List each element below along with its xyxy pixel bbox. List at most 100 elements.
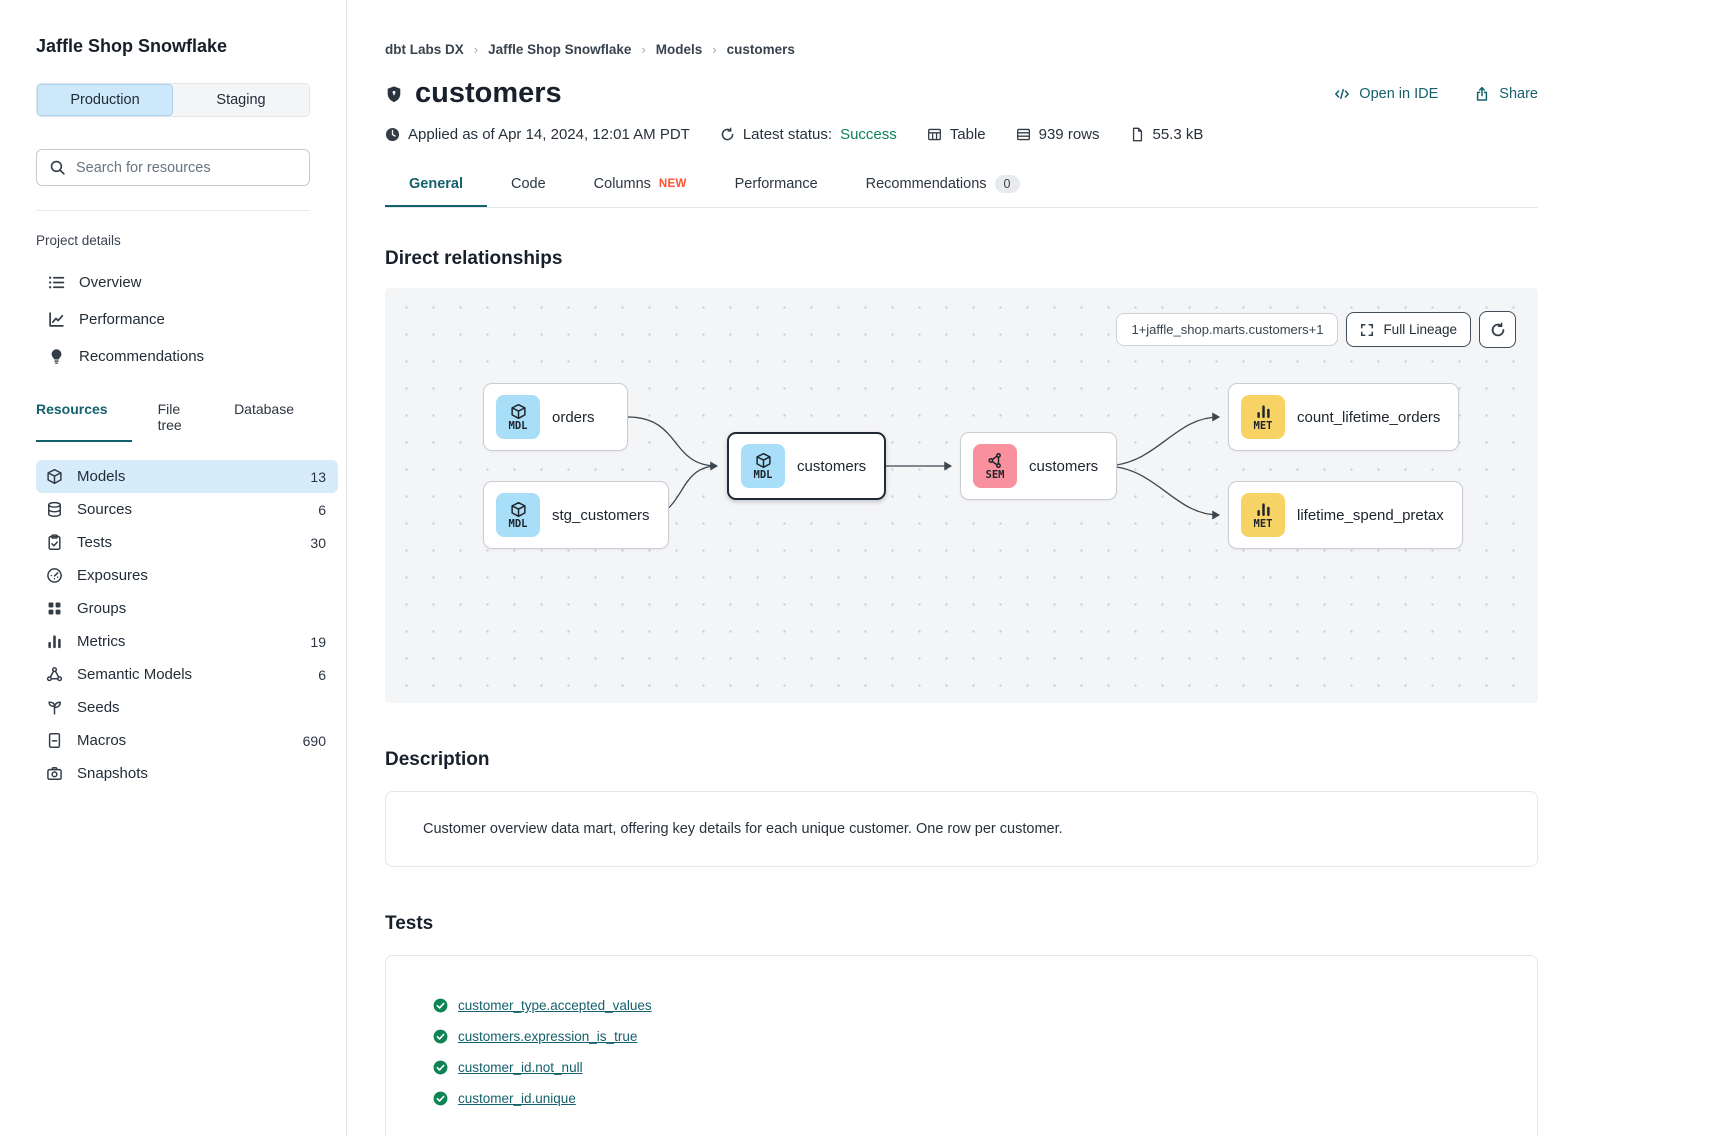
check-circle-icon [433,1029,448,1044]
test-row: customer_id.not_null [433,1052,1500,1083]
sidebar-item-recommendations[interactable]: Recommendations [36,338,310,375]
test-link[interactable]: customers.expression_is_true [458,1029,638,1044]
sidebar-item-label: Overview [79,274,142,291]
sidebar-item-groups[interactable]: Groups [36,592,338,625]
test-link[interactable]: customer_id.unique [458,1091,576,1106]
tab-general[interactable]: General [385,175,487,207]
test-link[interactable]: customer_id.not_null [458,1060,583,1075]
resource-count: 13 [310,468,326,485]
open-in-ide-button[interactable]: Open in IDE [1334,86,1438,102]
file-icon [1130,127,1145,142]
node-label: customers [797,457,867,475]
env-tab-staging[interactable]: Staging [173,84,309,116]
lineage-node-count-lifetime-orders[interactable]: MET count_lifetime_orders [1228,383,1460,451]
materialization-type: Table [927,126,986,143]
sidebar-item-models[interactable]: Models 13 [36,460,338,493]
sidebar-item-sources[interactable]: Sources 6 [36,493,338,526]
resource-count: 30 [310,534,326,551]
sidebar-item-metrics[interactable]: Metrics 19 [36,625,338,658]
resource-label: Snapshots [77,765,148,782]
sidebar-item-performance[interactable]: Performance [36,301,310,338]
breadcrumb-item[interactable]: Models [655,42,703,57]
sidebar-item-semantic-models[interactable]: Semantic Models 6 [36,658,338,691]
resource-list: Models 13 Sources 6 Tests 30 [36,460,338,790]
resource-label: Groups [77,600,127,617]
section-title: Tests [385,913,434,934]
shield-icon [385,85,403,103]
resource-label: Seeds [77,699,120,716]
breadcrumb-item[interactable]: dbt Labs DX [385,42,464,57]
tab-performance[interactable]: Performance [734,176,818,192]
sidebar-item-seeds[interactable]: Seeds [36,691,338,724]
resource-count: 6 [318,501,326,518]
node-label: count_lifetime_orders [1297,408,1441,426]
tab-database[interactable]: Database [234,401,294,417]
description-section: Description Customer overview data mart,… [385,749,1538,867]
seedling-icon [46,699,63,716]
project-title: Jaffle Shop Snowflake [36,36,228,56]
check-circle-icon [433,998,448,1013]
gauge-icon [46,567,63,584]
resource-search[interactable] [36,149,310,186]
resource-label: Models [77,468,126,485]
resource-label: Exposures [77,567,148,584]
test-row: customer_id.unique [433,1083,1500,1114]
tab-resources[interactable]: Resources [36,401,132,442]
resource-label: Metrics [77,633,126,650]
lineage-node-orders[interactable]: MDL orders [483,383,628,451]
sidebar-item-snapshots[interactable]: Snapshots [36,757,338,790]
sidebar-item-tests[interactable]: Tests 30 [36,526,338,559]
refresh-icon [1490,321,1506,338]
tests-section: Tests customer_type.accepted_values cust… [385,913,1538,1136]
chevron-right-icon: › [641,42,646,57]
metric-icon: MET [1241,395,1285,439]
section-title: Direct relationships [385,248,563,269]
lineage-canvas[interactable]: 1+jaffle_shop.marts.customers+1 Full Lin… [385,288,1538,703]
share-network-icon [46,666,63,683]
table-icon [927,127,942,142]
database-icon [46,501,63,518]
sidebar-item-overview[interactable]: Overview [36,264,310,301]
refresh-lineage-button[interactable] [1479,311,1516,348]
direct-relationships-section: Direct relationships [385,248,1538,703]
share-button[interactable]: Share [1474,86,1538,102]
lineage-node-customers-semantic[interactable]: SEM customers [960,432,1118,500]
lineage-node-stg-customers[interactable]: MDL stg_customers [483,481,669,549]
new-badge: NEW [658,178,687,190]
model-icon: MDL [496,493,540,537]
clock-icon [385,127,400,142]
rows-icon [1016,127,1031,142]
chevron-right-icon: › [712,42,717,57]
sidebar-item-exposures[interactable]: Exposures [36,559,338,592]
sidebar-item-macros[interactable]: Macros 690 [36,724,338,757]
tab-file-tree[interactable]: File tree [157,401,182,433]
grid-icon [46,600,63,617]
status-success: Success [840,126,897,143]
search-input[interactable] [76,159,297,176]
full-lineage-button[interactable]: Full Lineage [1346,312,1471,347]
node-label: lifetime_spend_pretax [1297,506,1444,524]
lineage-node-lifetime-spend-pretax[interactable]: MET lifetime_spend_pretax [1228,481,1463,549]
test-link[interactable]: customer_type.accepted_values [458,998,652,1013]
main-content: dbt Labs DX › Jaffle Shop Snowflake › Mo… [347,0,1727,1136]
bar-chart-icon [46,633,63,650]
env-tab-production[interactable]: Production [37,84,173,116]
lineage-selector-input[interactable]: 1+jaffle_shop.marts.customers+1 [1116,313,1339,346]
breadcrumb: dbt Labs DX › Jaffle Shop Snowflake › Mo… [385,42,1538,57]
expand-icon [1360,323,1374,337]
model-metadata: Applied as of Apr 14, 2024, 12:01 AM PDT… [385,126,1538,143]
tab-code[interactable]: Code [511,176,546,192]
latest-status: Latest status: Success [720,126,897,143]
description-text: Customer overview data mart, offering ke… [423,821,1063,837]
breadcrumb-item[interactable]: Jaffle Shop Snowflake [488,42,632,57]
tests-card: customer_type.accepted_values customers.… [385,955,1538,1136]
lineage-node-customers-model[interactable]: MDL customers [727,432,887,500]
environment-toggle: Production Staging [36,83,310,117]
sidebar-item-label: Performance [79,311,165,328]
refresh-icon[interactable] [720,127,735,142]
node-label: stg_customers [552,506,650,524]
sidebar-tabs: Resources File tree Database [36,401,326,442]
